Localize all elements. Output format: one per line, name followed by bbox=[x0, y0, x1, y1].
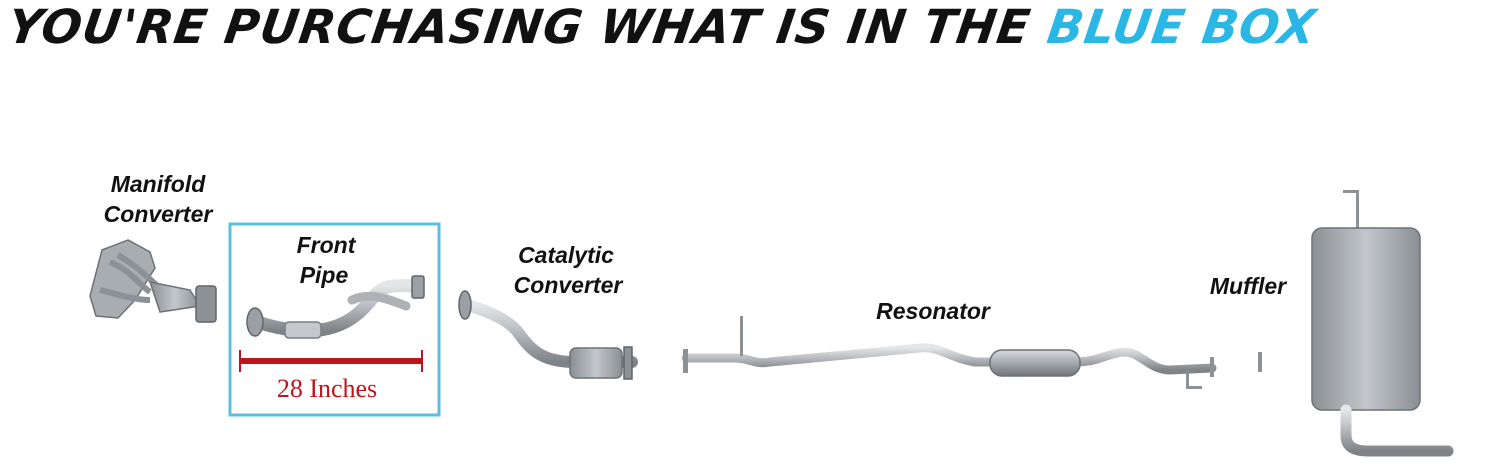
resonator-label: Resonator bbox=[876, 298, 991, 324]
manifold-outlet-flange bbox=[195, 285, 217, 323]
catalytic-outlet-flange bbox=[623, 346, 633, 380]
front-pipe bbox=[246, 275, 425, 339]
catalytic-inlet-flange bbox=[458, 290, 472, 320]
muffler-hanger-top bbox=[1356, 190, 1359, 228]
muffler-inlet-end bbox=[1258, 352, 1262, 372]
resonator-pipe bbox=[681, 343, 1217, 375]
catalytic-converter-label: Catalytic bbox=[518, 242, 614, 268]
catalytic-converter-label-line2: Converter bbox=[514, 272, 624, 298]
measurement-bar bbox=[240, 358, 422, 364]
front-pipe-body bbox=[251, 279, 421, 337]
front-pipe-inlet bbox=[246, 307, 264, 337]
front-pipe-length-label: 28 Inches bbox=[277, 374, 377, 403]
resonator-inlet-end bbox=[683, 349, 688, 373]
resonator-hanger-rear bbox=[1186, 372, 1189, 388]
catalytic-body bbox=[569, 347, 623, 379]
manifold-flange bbox=[89, 239, 156, 319]
muffler-hanger-top-tab bbox=[1343, 190, 1357, 193]
muffler bbox=[1257, 190, 1454, 457]
front-pipe-branch bbox=[347, 291, 411, 311]
resonator-outlet-end bbox=[1210, 357, 1214, 377]
manifold-converter-label: Manifold bbox=[111, 171, 206, 197]
resonator-body bbox=[989, 349, 1081, 377]
front-pipe-label: Front bbox=[297, 232, 357, 258]
muffler-tailpipe bbox=[1340, 404, 1454, 457]
front-pipe-outlet-flange bbox=[411, 275, 425, 299]
muffler-label: Muffler bbox=[1210, 273, 1287, 299]
front-pipe-flex bbox=[284, 321, 322, 339]
measurement-end-left bbox=[239, 350, 241, 372]
blue-box bbox=[228, 222, 441, 417]
resonator-hanger-rear-tab bbox=[1186, 386, 1202, 389]
muffler-body bbox=[1311, 227, 1421, 411]
measurement-end-right bbox=[421, 350, 423, 372]
manifold-converter bbox=[89, 239, 217, 323]
catalytic-converter bbox=[458, 290, 638, 380]
manifold-cat-body bbox=[148, 281, 202, 313]
manifold-converter-label-line2: Converter bbox=[104, 201, 214, 227]
resonator-hanger-front bbox=[740, 316, 743, 356]
front-pipe-label-line2: Pipe bbox=[300, 262, 349, 288]
resonator bbox=[681, 316, 1217, 389]
measurement: 28 Inches bbox=[239, 350, 423, 403]
catalytic-inlet-pipe bbox=[462, 299, 638, 368]
